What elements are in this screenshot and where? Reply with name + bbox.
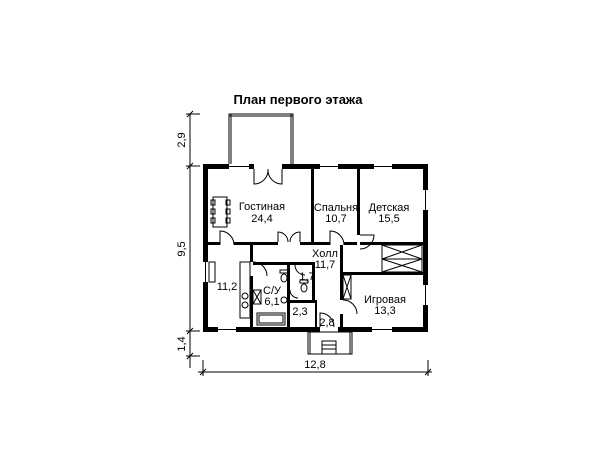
room-hall-area: 11,7 [315, 259, 336, 271]
windows [203, 164, 428, 332]
room-bath-name: С/У [263, 285, 282, 297]
room-play-area: 13,3 [374, 305, 395, 317]
room-kids-area: 15,5 [378, 213, 399, 225]
room-living-area: 24,4 [251, 213, 272, 225]
room-bath-area: 6,1 [264, 296, 279, 308]
room-vestibule-area: 2,3 [292, 306, 307, 318]
room-play-name: Игровая [364, 294, 406, 306]
room-labels: Гостиная 24,4 Спальня 10,7 Детская 15,5 … [217, 201, 410, 329]
room-bedroom-name: Спальня [314, 202, 358, 214]
dim-width: 12,8 [304, 359, 325, 371]
terrace-door [253, 164, 283, 185]
dim-porch: 1,4 [176, 336, 188, 351]
room-hall-name: Холл [312, 248, 338, 260]
doors [219, 230, 375, 332]
outer-walls [203, 164, 428, 332]
room-living-name: Гостиная [239, 201, 285, 213]
terrace [228, 113, 294, 167]
dim-depth: 9,5 [176, 241, 188, 256]
furniture [208, 196, 423, 326]
room-wc-area: 1,7 [299, 271, 314, 283]
room-bedroom-area: 10,7 [325, 213, 346, 225]
plan-title: План первого этажа [233, 92, 363, 107]
room-kitchen-area: 11,2 [217, 281, 238, 293]
dim-terrace: 2,9 [176, 132, 188, 147]
room-entry-area: 2,8 [319, 317, 334, 329]
porch [307, 331, 353, 355]
room-kids-name: Детская [369, 202, 410, 214]
dimensions: 2,9 9,5 1,4 12,8 [176, 110, 432, 376]
